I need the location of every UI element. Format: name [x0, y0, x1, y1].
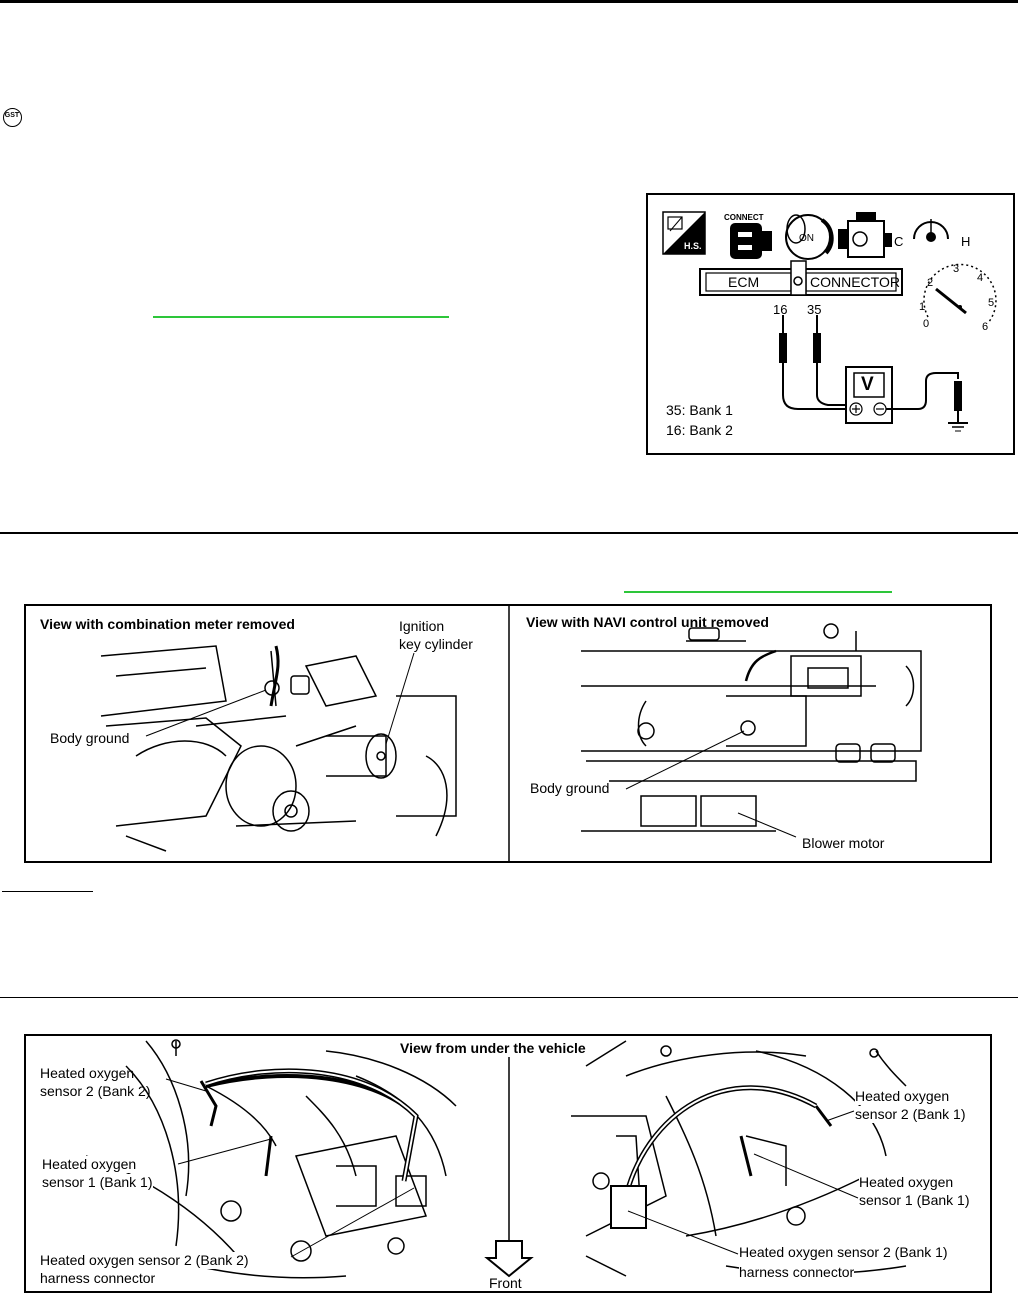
hs-label: H.S.	[684, 241, 702, 251]
on-label: ON	[799, 233, 814, 244]
connect-label: CONNECT	[724, 213, 764, 222]
harness-bank2-label-2: harness connector	[40, 1270, 156, 1287]
harness-bank1-label-1: Heated oxygen sensor 2 (Bank 1)	[739, 1244, 948, 1261]
meter-tick-2: 2	[927, 277, 934, 289]
meter-tick-3: 3	[953, 263, 960, 275]
gst-icon-label: GST	[4, 112, 20, 119]
sensor-figure-art	[85, 1039, 907, 1279]
body-ground-figure: View with combination meter removed Igni…	[24, 604, 992, 863]
ignition-label-1: Ignition	[399, 618, 445, 634]
connector-plug-icon	[730, 223, 772, 259]
blower-motor-label: Blower motor	[802, 835, 885, 852]
note-underline	[2, 891, 93, 892]
body-ground-left-label: Body ground	[50, 730, 130, 747]
temperature-gauge-icon	[913, 219, 949, 242]
meter-tick-0: 0	[923, 318, 930, 330]
oxygen-sensor-figure: View from under the vehicle Heated oxyge…	[24, 1034, 992, 1293]
connector-label: CONNECTOR	[810, 274, 900, 290]
ignition-label-2: key cylinder	[399, 636, 473, 652]
pin-16-label: 16	[773, 302, 788, 317]
meter-tick-6: 6	[982, 321, 989, 333]
gst-icon: GST	[3, 108, 22, 127]
hos2-bank1-label-1: Heated oxygen	[855, 1088, 950, 1105]
front-label: Front	[489, 1275, 522, 1291]
hos1-bank1-right-label-2: sensor 1 (Bank 1)	[859, 1192, 970, 1209]
harness-bank2-label-1: Heated oxygen sensor 2 (Bank 2)	[40, 1252, 249, 1269]
ground-figure-art	[100, 606, 922, 861]
meter-tick-5: 5	[988, 297, 995, 309]
bank2-label: 16: Bank 2	[666, 422, 733, 438]
ecm-figure-art	[662, 211, 997, 432]
hos1-bank1-left-label-1: Heated oxygen	[42, 1156, 137, 1173]
top-rule	[0, 0, 1018, 3]
gauge-c-label: C	[894, 234, 904, 249]
body-ground-right-label: Body ground	[530, 780, 610, 797]
bank1-label: 35: Bank 1	[666, 402, 733, 418]
pin-35-label: 35	[807, 302, 822, 317]
voltmeter-label: V	[861, 374, 874, 395]
section-rule-2	[0, 997, 1018, 998]
right-view-title: View with NAVI control unit removed	[526, 614, 769, 630]
ignition-on-icon	[785, 214, 834, 260]
hos1-bank1-right-label-1: Heated oxygen	[859, 1174, 954, 1191]
reference-link-2[interactable]	[624, 591, 892, 593]
meter-tick-4: 4	[977, 272, 984, 284]
connector-ecm-label: ECM	[728, 274, 760, 290]
harness-bank1-label-2: harness connector	[739, 1264, 855, 1281]
hs-icon	[662, 211, 706, 255]
hos2-bank1-label-2: sensor 2 (Bank 1)	[855, 1106, 966, 1123]
sensor-view-title: View from under the vehicle	[397, 1040, 589, 1057]
ecm-voltage-figure: H.S. CONNECT ON C H ECM CONNECTOR 16 35 …	[646, 193, 1015, 455]
hos1-bank1-left-label-2: sensor 1 (Bank 1)	[42, 1174, 153, 1191]
navi-area-drawing	[581, 623, 922, 832]
gauge-h-label: H	[961, 234, 971, 249]
reference-link[interactable]	[153, 316, 449, 318]
section-rule-1	[0, 532, 1018, 534]
right-underbody-drawing	[571, 1040, 907, 1277]
hos2-bank2-label-1: Heated oxygen	[40, 1065, 135, 1081]
left-underbody-drawing	[85, 1039, 457, 1279]
engine-running-icon	[838, 212, 892, 258]
combination-meter-area-drawing	[100, 645, 457, 852]
hos2-bank2-label-2: sensor 2 (Bank 2)	[40, 1083, 151, 1099]
left-view-title: View with combination meter removed	[40, 616, 295, 632]
meter-tick-1: 1	[919, 301, 926, 313]
